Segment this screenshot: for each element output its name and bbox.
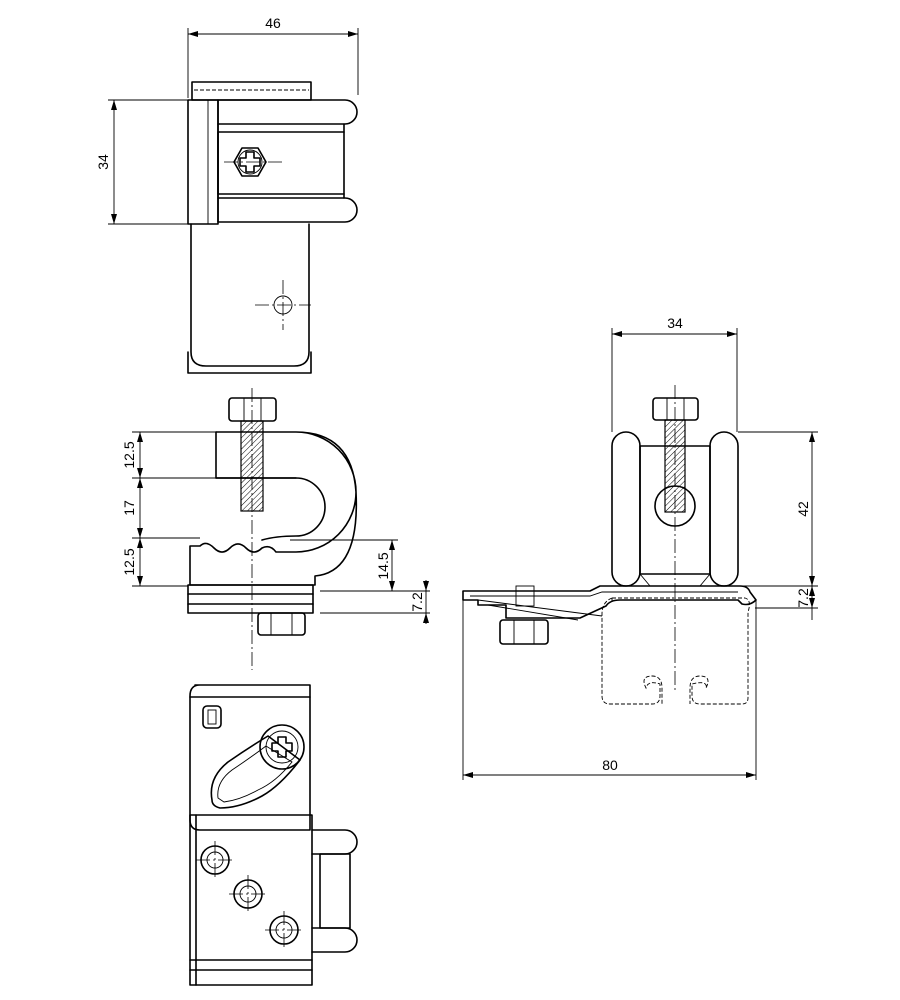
dim-right-width-label: 34 xyxy=(667,315,683,331)
right-base-plate xyxy=(462,585,757,619)
tongue-base xyxy=(187,351,312,374)
left-post xyxy=(611,431,641,587)
dim-top-width-label: 46 xyxy=(265,15,281,31)
curved-slot xyxy=(210,735,301,809)
c-clamp-inner xyxy=(215,431,326,541)
bottom-side-block xyxy=(319,853,351,929)
bottom-bar-upper xyxy=(311,829,358,855)
dim-side-base-label: 7.2 xyxy=(409,592,425,612)
hex-bolt xyxy=(233,147,267,177)
bottom-bar-lower xyxy=(311,927,358,953)
side-bolt-head xyxy=(228,397,277,422)
threaded-shank xyxy=(240,420,264,512)
lower-bar xyxy=(217,197,358,223)
right-bolt-stub xyxy=(515,585,535,607)
bottom-lower-body xyxy=(189,814,313,986)
right-post xyxy=(709,431,739,587)
top-view: 46 34 xyxy=(95,15,359,374)
side-base-plate xyxy=(187,584,314,614)
top-cap-strip xyxy=(191,81,312,101)
slot-icon xyxy=(202,705,222,729)
body-plate-left xyxy=(187,99,219,225)
side-view: 12.5 17 12.5 14.5 7.2 xyxy=(121,388,430,670)
dim-side-jaw-label: 14.5 xyxy=(375,552,391,579)
upper-bar xyxy=(217,99,358,125)
dim-top-height-label: 34 xyxy=(95,154,111,170)
side-nut xyxy=(257,612,306,636)
dim-side-middle-label: 17 xyxy=(121,500,137,516)
bottom-phillips-icon xyxy=(271,736,293,758)
lower-tongue xyxy=(190,223,310,367)
bottom-bolt xyxy=(259,724,305,770)
dim-right-base-label: 7.2 xyxy=(795,588,811,608)
dim-right-length-label: 80 xyxy=(602,757,618,773)
bottom-view xyxy=(189,684,358,986)
right-bolt-head xyxy=(652,397,699,421)
dim-side-lower-label: 12.5 xyxy=(121,548,137,575)
right-nut xyxy=(499,619,549,645)
hidden-channel-right xyxy=(612,597,750,705)
dim-side-upper-label: 12.5 xyxy=(121,441,137,468)
right-view: 34 42 7.2 xyxy=(462,315,818,780)
c-clamp-outline xyxy=(189,431,358,586)
clamp-block xyxy=(217,131,345,195)
phillips-cross-icon xyxy=(239,151,261,173)
dim-right-height-label: 42 xyxy=(795,501,811,517)
